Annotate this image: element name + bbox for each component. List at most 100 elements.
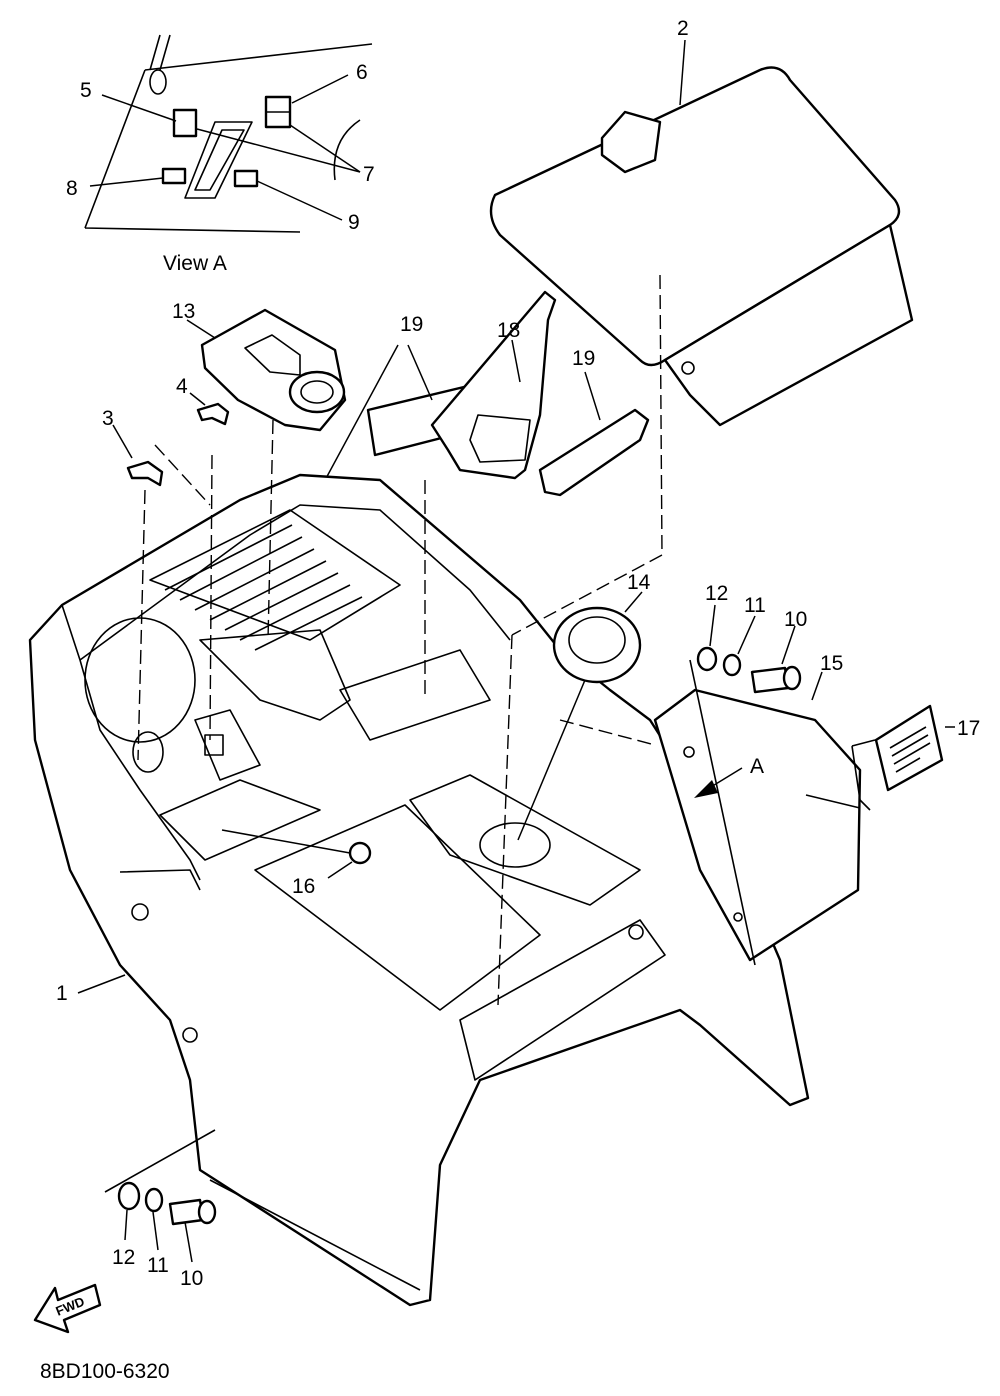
callout-19-right: 19	[572, 347, 595, 370]
switch-socket	[204, 734, 224, 756]
grommet-part-14: 14	[517, 571, 651, 841]
callout-2: 2	[677, 17, 689, 40]
fwd-arrow: FWD	[33, 1283, 102, 1334]
callout-9: 9	[348, 211, 360, 234]
assembly-line-clip-3	[137, 489, 146, 761]
side-panel-hole	[683, 746, 695, 758]
console-body	[28, 473, 810, 1307]
grille-ribs	[164, 524, 363, 651]
view-a-arrow: A	[694, 755, 764, 798]
view-a-caption: View A	[163, 252, 227, 275]
lid-hinge-strip	[663, 223, 914, 427]
leader-5	[101, 94, 177, 122]
leader-1	[77, 974, 126, 994]
callout-10-right: 10	[784, 608, 807, 631]
label-part-17: 17	[851, 704, 980, 811]
leader-19c	[584, 371, 601, 421]
leader-3	[112, 424, 133, 459]
console-top-rim	[79, 504, 511, 661]
view-a-arrowhead	[694, 780, 718, 798]
drawing-code: 8BD100-6320	[40, 1360, 170, 1383]
side-panel	[653, 688, 862, 962]
bolt-10-left-head	[197, 1199, 217, 1225]
cup-holder-part-13: 13	[172, 300, 347, 432]
rear-mount-plate	[459, 919, 666, 1081]
side-panel-part-15: 15	[653, 652, 862, 966]
lid-latch	[600, 110, 662, 174]
fasteners-left: 12 11 10	[104, 1129, 217, 1290]
left-mount-hole	[131, 903, 149, 921]
left-cup-well	[84, 617, 196, 743]
clips-parts-3-4: 3 4	[102, 375, 230, 487]
callout-6: 6	[356, 61, 368, 84]
warning-label	[874, 704, 944, 792]
tray-grille	[149, 509, 401, 641]
callout-12-right: 12	[705, 582, 728, 605]
callout-14: 14	[627, 571, 651, 594]
assembly-line-clip-4	[209, 454, 213, 741]
right-slot-well	[339, 649, 491, 741]
bracket-part-18	[430, 290, 557, 480]
leader-16	[327, 861, 353, 879]
view-a-arrow-label: A	[750, 755, 764, 778]
callout-13: 13	[172, 300, 195, 323]
fwd-arrow-shape	[33, 1283, 102, 1334]
assembly-line-cupholder	[267, 419, 274, 641]
switch-recess	[194, 709, 261, 781]
fastener-install-line	[104, 1129, 216, 1193]
assembly-lines	[137, 274, 663, 1006]
assembly-line-lid-3	[497, 634, 513, 1006]
callout-17: 17	[957, 717, 980, 740]
leader-2	[679, 39, 686, 106]
left-lower-tray	[159, 779, 321, 861]
callout-7: 7	[363, 163, 375, 186]
grommet-seat	[479, 822, 551, 868]
leader-8	[89, 177, 164, 187]
bracket-cutout	[469, 414, 531, 463]
console-bottom-edge	[209, 1179, 421, 1291]
leader-14	[624, 591, 643, 613]
assembly-line-clip-guide	[154, 444, 211, 506]
console-side-flange	[119, 869, 201, 891]
label-bracket	[851, 739, 876, 811]
sticker-8	[161, 167, 187, 185]
lid-hinge-hole	[681, 361, 695, 375]
washer-12-right	[696, 646, 718, 672]
leader-4	[189, 392, 206, 406]
pad-part-19-right	[538, 408, 650, 497]
leader-7b	[289, 124, 361, 173]
callout-3: 3	[102, 407, 114, 430]
callout-18: 18	[497, 319, 520, 342]
leader-11-left	[152, 1211, 159, 1251]
leader-12-right	[709, 604, 716, 647]
assembly-line-panel	[559, 719, 656, 746]
callout-19-left: 19	[400, 313, 423, 336]
left-socket	[132, 731, 164, 773]
leader-10-left	[184, 1221, 193, 1263]
clip-part-4	[196, 402, 230, 426]
storage-bin	[254, 804, 541, 1011]
lock-washer-11-right	[722, 653, 742, 677]
bolt-10-right-shank	[750, 666, 790, 694]
fasteners-right: 12 11 10	[696, 582, 807, 694]
side-panel-hole-lower	[733, 912, 743, 922]
lock-washer-11-left	[144, 1187, 164, 1213]
side-panel-edge	[689, 659, 756, 966]
inset-hole	[149, 69, 167, 95]
plug-part-16-shape	[348, 841, 372, 865]
leader-18	[511, 339, 521, 383]
bolt-10-right-head	[782, 665, 802, 691]
warning-label-lines	[889, 726, 931, 773]
leader-13	[186, 319, 216, 339]
rear-mount-hole	[628, 924, 644, 940]
sticker-5	[172, 108, 198, 138]
left-lower-hole	[182, 1027, 198, 1043]
pads-parts-18-19: 19 18 19	[289, 290, 650, 546]
right-bin-rim	[409, 774, 641, 906]
callout-12-left: 12	[112, 1246, 135, 1269]
washer-12-left	[117, 1181, 141, 1211]
sticker-9	[233, 169, 259, 188]
callout-4: 4	[176, 375, 188, 398]
callout-15: 15	[820, 652, 843, 675]
